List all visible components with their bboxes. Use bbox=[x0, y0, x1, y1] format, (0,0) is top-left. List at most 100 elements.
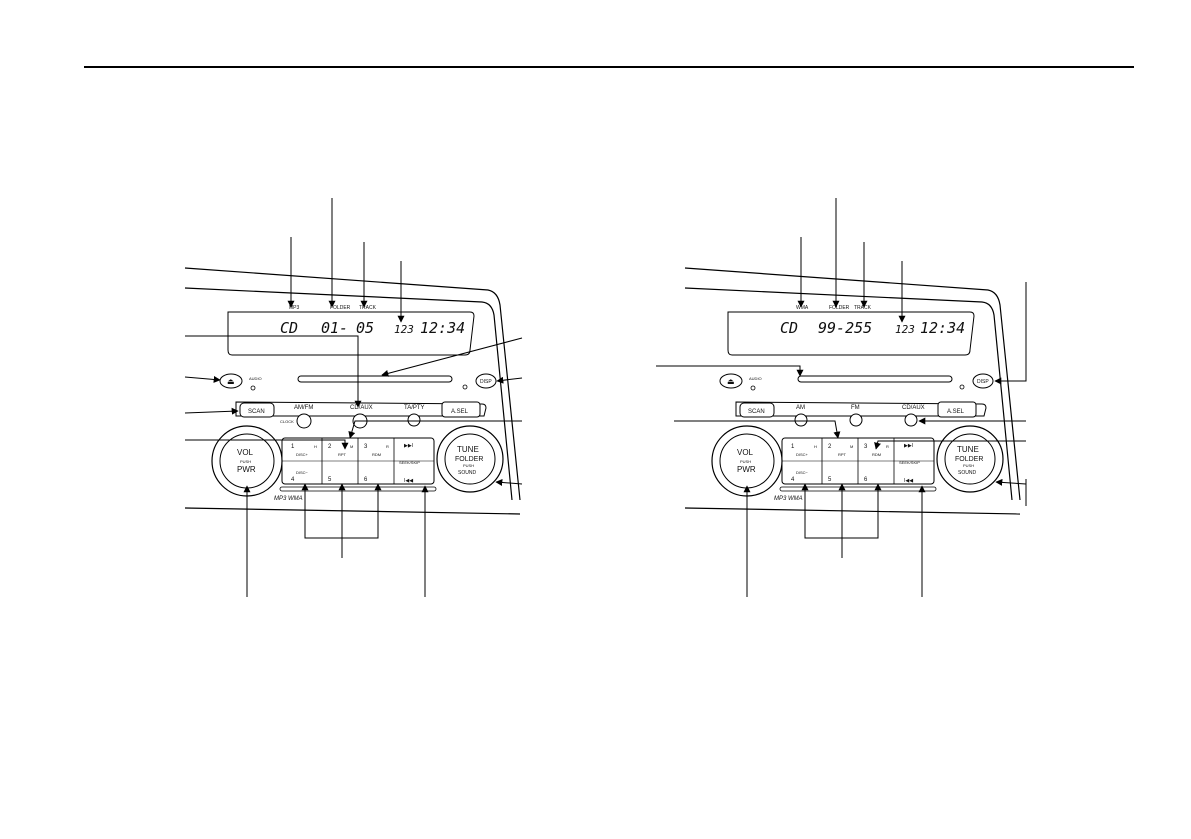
preset-underline bbox=[779, 486, 937, 492]
indicator-led-2 bbox=[462, 384, 468, 390]
eject-icon: ⏏ bbox=[227, 377, 235, 386]
display-folder-text: 99-255 bbox=[818, 319, 872, 337]
vol-pwr-label: PWR bbox=[737, 465, 756, 474]
asel-button[interactable]: A.SEL bbox=[441, 401, 481, 418]
unit-body bbox=[684, 267, 1021, 515]
scan-button[interactable]: SCAN bbox=[239, 402, 275, 418]
preset-4[interactable]: 4 bbox=[791, 477, 795, 483]
tune-label: TUNE bbox=[457, 445, 479, 454]
scan-label: SCAN bbox=[748, 409, 765, 415]
disp-button[interactable]: DISP bbox=[475, 373, 497, 389]
asel-button[interactable]: A.SEL bbox=[937, 401, 977, 418]
tune-folder-label: FOLDER bbox=[455, 456, 483, 463]
display-window: MP3 FOLDER TRACK CD 01- 05 123 12:34 bbox=[227, 305, 475, 356]
display-preset-text: 123 bbox=[895, 323, 915, 336]
radio-unit-left: MP3 FOLDER TRACK CD 01- 05 123 12:34 ⏏ A… bbox=[184, 198, 523, 597]
eject-button[interactable]: ⏏ bbox=[219, 373, 243, 389]
disc-down-label: DISC− bbox=[296, 470, 309, 475]
skip-back-icon[interactable]: I◀◀ bbox=[404, 478, 413, 484]
preset-2[interactable]: 2 bbox=[328, 444, 332, 450]
skip-forward-icon[interactable]: ▶▶I bbox=[904, 443, 913, 449]
disp-label: DISP bbox=[480, 379, 492, 385]
display-window: WMA FOLDER TRACK CD 99-255 123 12:34 bbox=[727, 305, 975, 356]
indicator-led bbox=[250, 385, 256, 391]
vol-push-label: PUSH bbox=[740, 459, 751, 464]
eject-icon: ⏏ bbox=[727, 377, 735, 386]
cd-aux-label: CD/AUX bbox=[902, 405, 925, 411]
vol-push-label: PUSH bbox=[240, 459, 251, 464]
vol-label: VOL bbox=[237, 448, 254, 457]
vol-pwr-label: PWR bbox=[237, 465, 256, 474]
eject-button[interactable]: ⏏ bbox=[719, 373, 743, 389]
indicator-led-2 bbox=[959, 384, 965, 390]
preset-6[interactable]: 6 bbox=[864, 477, 868, 483]
display-folder-label: FOLDER bbox=[330, 305, 351, 311]
ta-pty-button[interactable] bbox=[407, 413, 421, 427]
scan-button[interactable]: SCAN bbox=[739, 402, 775, 418]
preset-1[interactable]: 1 bbox=[291, 444, 295, 450]
cd-aux-button[interactable] bbox=[904, 413, 918, 427]
asel-label: A.SEL bbox=[451, 409, 469, 415]
tune-knob[interactable]: TUNE FOLDER PUSH SOUND bbox=[436, 425, 504, 493]
display-clock-text: 12:34 bbox=[420, 319, 465, 337]
preset-5[interactable]: 5 bbox=[828, 477, 832, 483]
callout-lines bbox=[184, 198, 523, 597]
preset-4[interactable]: 4 bbox=[291, 477, 295, 483]
skip-forward-icon[interactable]: ▶▶I bbox=[404, 443, 413, 449]
display-clock-text: 12:34 bbox=[920, 319, 965, 337]
preset-1[interactable]: 1 bbox=[791, 444, 795, 450]
fm-label: FM bbox=[851, 405, 860, 411]
tune-knob[interactable]: TUNE FOLDER PUSH SOUND bbox=[936, 425, 1004, 493]
preset-3-sub: R bbox=[886, 444, 889, 449]
seek-skip-label: SEEK/SKIP bbox=[899, 460, 920, 465]
seek-skip-label: SEEK/SKIP bbox=[399, 460, 420, 465]
preset-1-sub: H bbox=[314, 444, 317, 449]
ta-pty-label: TA/PTY bbox=[404, 405, 425, 411]
display-format-label: MP3 bbox=[289, 305, 300, 311]
display-folder-text: 01- bbox=[321, 319, 348, 337]
preset-panel: 1 H 2 M 3 R DISC+ DISC− RPT RDM 4 5 6 ▶▶… bbox=[781, 437, 935, 485]
rpt-label: RPT bbox=[338, 452, 347, 457]
tune-sound-label: SOUND bbox=[458, 470, 476, 476]
clock-label: CLOCK bbox=[280, 419, 294, 424]
indicator-led bbox=[750, 385, 756, 391]
preset-3[interactable]: 3 bbox=[864, 444, 868, 450]
audio-label: AUDIO bbox=[249, 376, 262, 381]
preset-panel: 1 H 2 M 3 R DISC+ DISC− RPT RDM 4 5 6 ▶▶… bbox=[281, 437, 435, 485]
format-badge: MP3 WMA bbox=[774, 496, 803, 502]
skip-back-icon[interactable]: I◀◀ bbox=[904, 478, 913, 484]
tune-label: TUNE bbox=[957, 445, 979, 454]
tune-push-label: PUSH bbox=[463, 463, 474, 468]
audio-label: AUDIO bbox=[749, 376, 762, 381]
asel-label: A.SEL bbox=[947, 409, 965, 415]
unit-body bbox=[184, 267, 521, 515]
display-folder-label: FOLDER bbox=[829, 305, 850, 311]
band-label: AM/FM bbox=[294, 405, 313, 411]
preset-3[interactable]: 3 bbox=[364, 444, 368, 450]
display-track-label: TRACK bbox=[359, 305, 377, 311]
radio-unit-right: WMA FOLDER TRACK CD 99-255 123 12:34 ⏏ A… bbox=[656, 198, 1027, 597]
rpt-label: RPT bbox=[838, 452, 847, 457]
tune-folder-label: FOLDER bbox=[955, 456, 983, 463]
preset-2-sub: M bbox=[350, 444, 353, 449]
display-track-label: TRACK bbox=[854, 305, 872, 311]
button-strip bbox=[235, 401, 487, 417]
display-track-text: 05 bbox=[356, 319, 374, 337]
am-button[interactable] bbox=[794, 413, 808, 427]
preset-5[interactable]: 5 bbox=[328, 477, 332, 483]
disc-down-label: DISC− bbox=[796, 470, 809, 475]
header-rule bbox=[84, 66, 1134, 68]
disc-slot[interactable] bbox=[297, 375, 453, 383]
disp-button[interactable]: DISP bbox=[972, 373, 994, 389]
preset-2[interactable]: 2 bbox=[828, 444, 832, 450]
preset-2-sub: M bbox=[850, 444, 853, 449]
fm-button[interactable] bbox=[849, 413, 863, 427]
volume-knob[interactable]: VOL PUSH PWR bbox=[211, 425, 283, 497]
preset-6[interactable]: 6 bbox=[364, 477, 368, 483]
am-label: AM bbox=[796, 405, 805, 411]
display-disc-text: CD bbox=[280, 319, 298, 337]
disc-slot[interactable] bbox=[797, 375, 953, 383]
band-button[interactable] bbox=[296, 413, 312, 429]
rdm-label: RDM bbox=[372, 452, 381, 457]
volume-knob[interactable]: VOL PUSH PWR bbox=[711, 425, 783, 497]
